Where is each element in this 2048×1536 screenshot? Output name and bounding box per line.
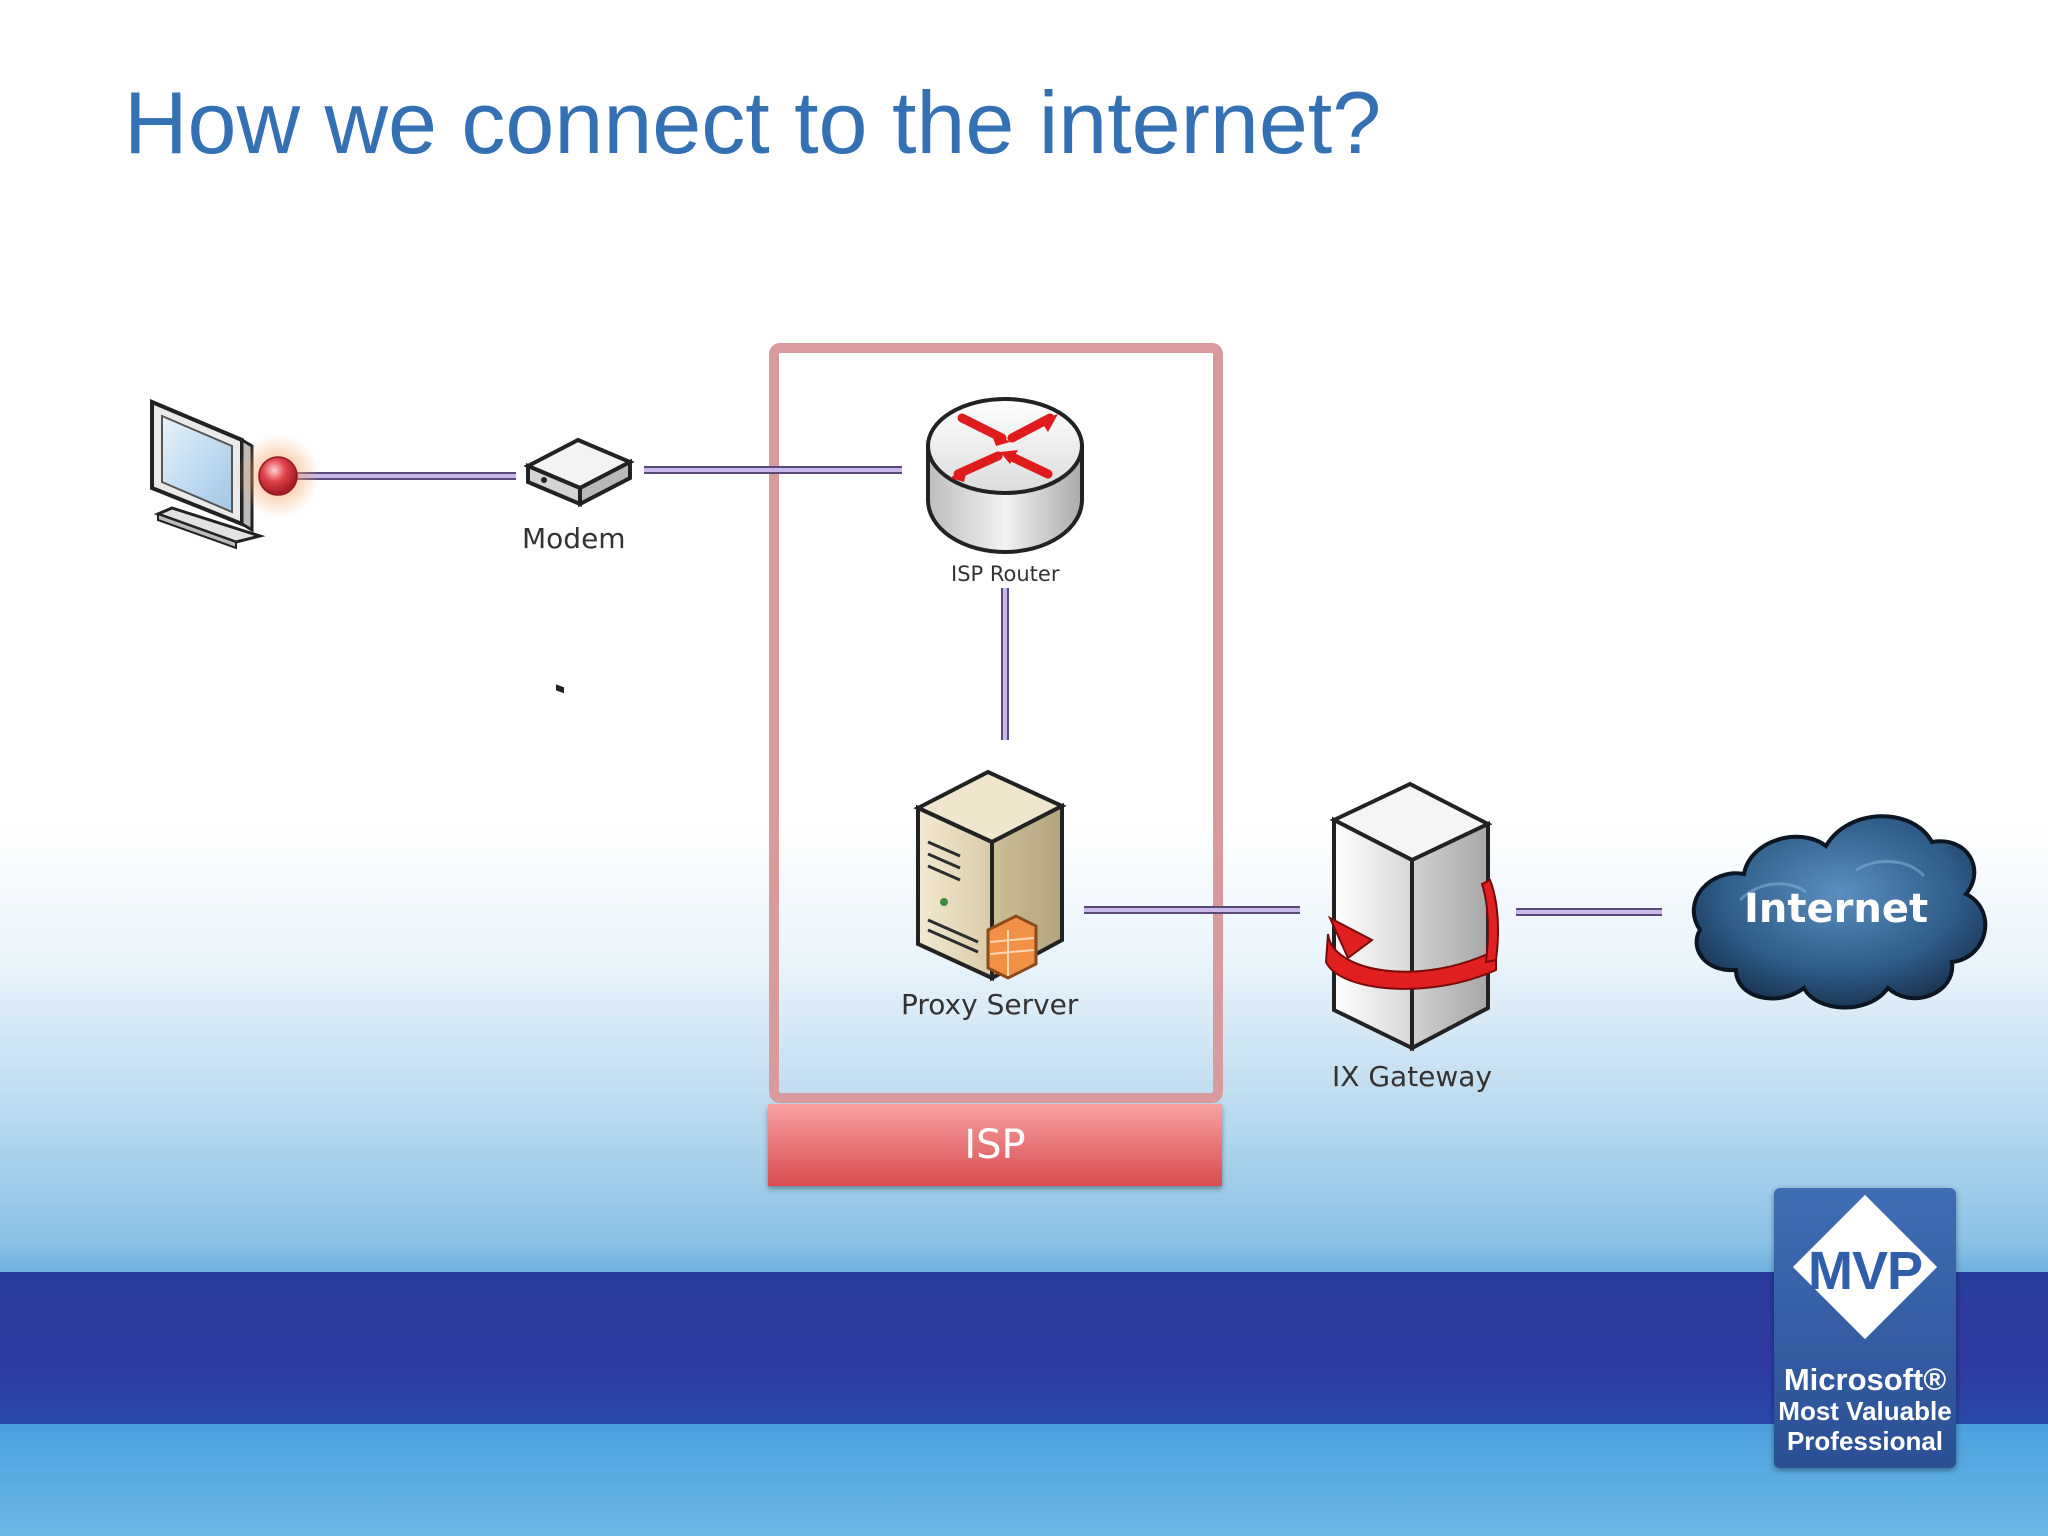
mvp-line-most-valuable: Most Valuable [1778,1396,1952,1426]
isp-group-frame [769,343,1223,1103]
footer-band [0,1272,2048,1424]
isp-router-label: ISP Router [951,562,1060,586]
proxy-server-label: Proxy Server [901,988,1079,1021]
internet-cloud-icon [1691,814,1988,1010]
proxy-server-icon [913,769,1067,982]
mvp-letters: MVP [1807,1241,1923,1301]
footer-strip [0,1424,2048,1536]
mvp-line-microsoft: Microsoft® [1783,1362,1947,1397]
slide-title: How we connect to the internet? [124,73,1382,172]
internet-label: Internet [1744,886,1929,932]
ix-gateway-icon [1324,781,1499,1052]
modem-label: Modem [522,522,626,555]
mvp-line-professional: Professional [1786,1426,1944,1456]
isp-router-icon [926,397,1084,554]
mvp-logo: MVP Microsoft® Most Valuable Professiona… [1774,1188,1956,1468]
connector-lines [288,466,1662,916]
modem-icon [523,437,635,694]
ix-gateway-label: IX Gateway [1332,1060,1493,1093]
isp-group-label: ISP [768,1104,1222,1186]
